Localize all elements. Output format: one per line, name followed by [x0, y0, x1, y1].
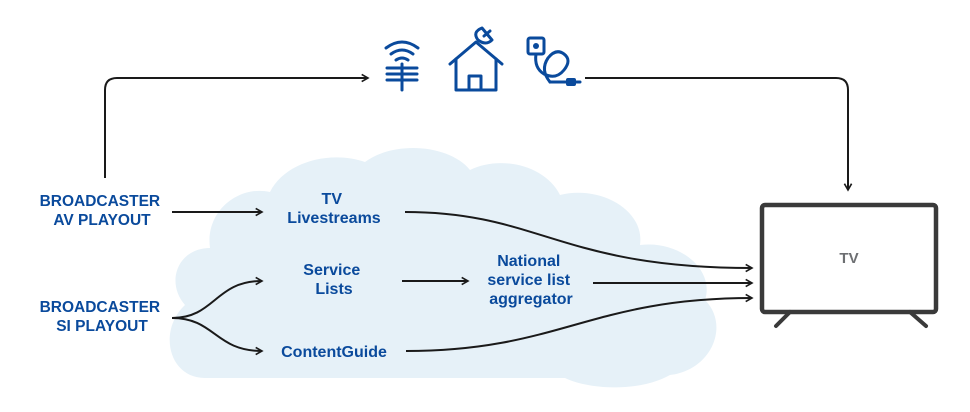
- si-to-contentguide-arrow: [171, 317, 264, 356]
- si-playout-label: BROADCASTER SI PLAYOUT: [40, 299, 165, 335]
- livestreams-to-tv-arrow: [404, 211, 754, 273]
- satellite-house-icon: [448, 26, 504, 92]
- antenna-tower-icon: [384, 40, 420, 92]
- av-to-broadcast-line: [104, 73, 370, 178]
- aggregator-node: National service list aggregator: [487, 253, 574, 308]
- cable-plug-icon: [526, 36, 582, 86]
- tv-livestreams-node: TV Livestreams: [287, 191, 380, 227]
- tv-device: TV: [759, 202, 939, 328]
- si-to-service-lists-arrow: [171, 276, 264, 319]
- tv-label: TV: [839, 250, 858, 267]
- contentguide-node: ContentGuide: [281, 344, 387, 361]
- service-lists-node: Service Lists: [303, 262, 364, 298]
- tv-left-foot: [774, 310, 792, 328]
- tv-screen-frame: [759, 202, 939, 315]
- broadcast-to-tv-line: [585, 77, 853, 192]
- av-playout-label: BROADCASTER AV PLAYOUT: [40, 193, 165, 229]
- broadcast-route: [104, 73, 853, 192]
- cloud-background: [169, 148, 717, 388]
- tv-right-foot: [908, 310, 928, 328]
- contentguide-to-tv-arrow: [405, 293, 754, 352]
